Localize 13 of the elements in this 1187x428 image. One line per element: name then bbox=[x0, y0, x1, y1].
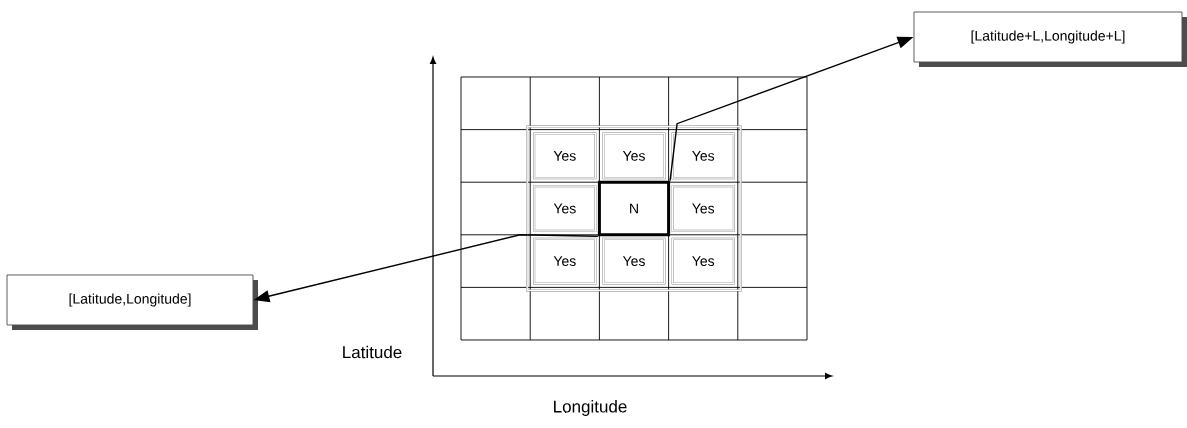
grid-cell: Yes bbox=[602, 132, 666, 180]
grid-cell: N bbox=[597, 180, 671, 237]
grid-cell: Yes bbox=[533, 185, 597, 232]
label-box: [Latitude,Longitude] bbox=[6, 274, 258, 330]
grid-cell: Yes bbox=[602, 237, 666, 285]
grid-cell: Yes bbox=[533, 237, 597, 285]
axis-label: Longitude bbox=[554, 400, 627, 416]
grid-cell: Yes bbox=[671, 237, 735, 285]
grid-cell: Yes bbox=[671, 185, 735, 232]
label-box: [Latitude+L,Longitude+L] bbox=[913, 11, 1187, 67]
grid-cell: Yes bbox=[671, 132, 735, 180]
grid-cell: Yes bbox=[533, 132, 597, 180]
axis-label: Latitude bbox=[343, 345, 402, 359]
